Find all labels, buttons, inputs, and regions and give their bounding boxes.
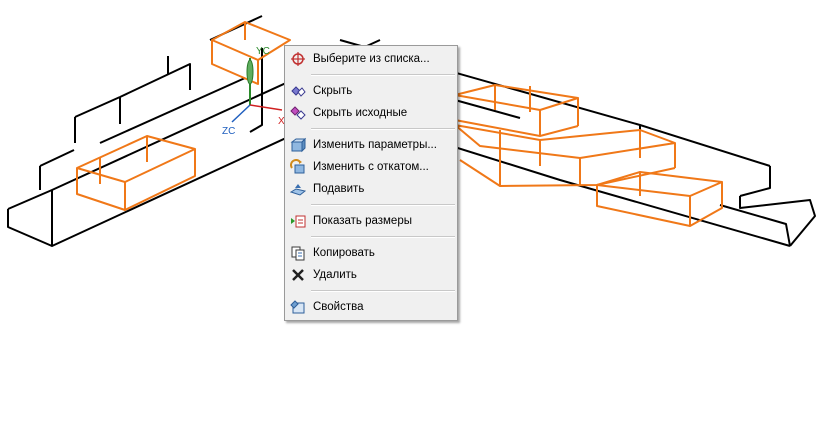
menu-separator [311, 290, 455, 292]
menu-item-label: Выберите из списка... [313, 53, 430, 65]
crosshair-icon [291, 52, 305, 66]
menu-item-show-dimensions[interactable]: Показать размеры [285, 210, 457, 232]
menu-item-select-from-list[interactable]: Выберите из списка... [285, 48, 457, 70]
menu-item-label: Скрыть [313, 85, 353, 97]
yc-axis-label: YC [256, 46, 270, 57]
menu-item-copy[interactable]: Копировать [285, 242, 457, 264]
menu-item-label: Удалить [313, 269, 357, 281]
selected-bricks-outline [76, 21, 723, 227]
menu-separator [311, 236, 455, 238]
menu-item-label: Скрыть исходные [313, 107, 408, 119]
menu-item-properties[interactable]: Свойства [285, 296, 457, 318]
show-dimensions-icon [291, 215, 306, 228]
menu-separator [311, 204, 455, 206]
menu-separator [311, 74, 455, 76]
menu-item-edit-parameters[interactable]: Изменить параметры... [285, 134, 457, 156]
menu-item-hide-parents[interactable]: Скрыть исходные [285, 102, 457, 124]
edit-with-rollback-icon [290, 159, 305, 174]
hide-icon [291, 86, 306, 97]
context-menu: Выберите из списка... Скрыть Скрыть исхо… [284, 45, 458, 321]
menu-item-label: Показать размеры [313, 215, 412, 227]
suppress-icon [290, 184, 306, 196]
coordinate-triad: YC X ZC [222, 46, 285, 137]
edit-parameters-icon [290, 137, 306, 153]
menu-item-hide[interactable]: Скрыть [285, 80, 457, 102]
menu-item-edit-with-rollback[interactable]: Изменить с откатом... [285, 156, 457, 178]
menu-item-label: Копировать [313, 247, 375, 259]
delete-icon [292, 269, 304, 281]
properties-icon [290, 300, 305, 314]
menu-separator [311, 128, 455, 130]
hide-parents-icon [290, 106, 306, 120]
zc-axis-label: ZC [222, 126, 235, 137]
menu-item-label: Свойства [313, 301, 364, 313]
menu-item-label: Изменить с откатом... [313, 161, 429, 173]
menu-item-label: Подавить [313, 183, 365, 195]
menu-item-suppress[interactable]: Подавить [285, 178, 457, 200]
x-axis-label: X [278, 116, 285, 127]
menu-item-delete[interactable]: Удалить [285, 264, 457, 286]
copy-icon [291, 246, 305, 261]
menu-item-label: Изменить параметры... [313, 139, 437, 151]
